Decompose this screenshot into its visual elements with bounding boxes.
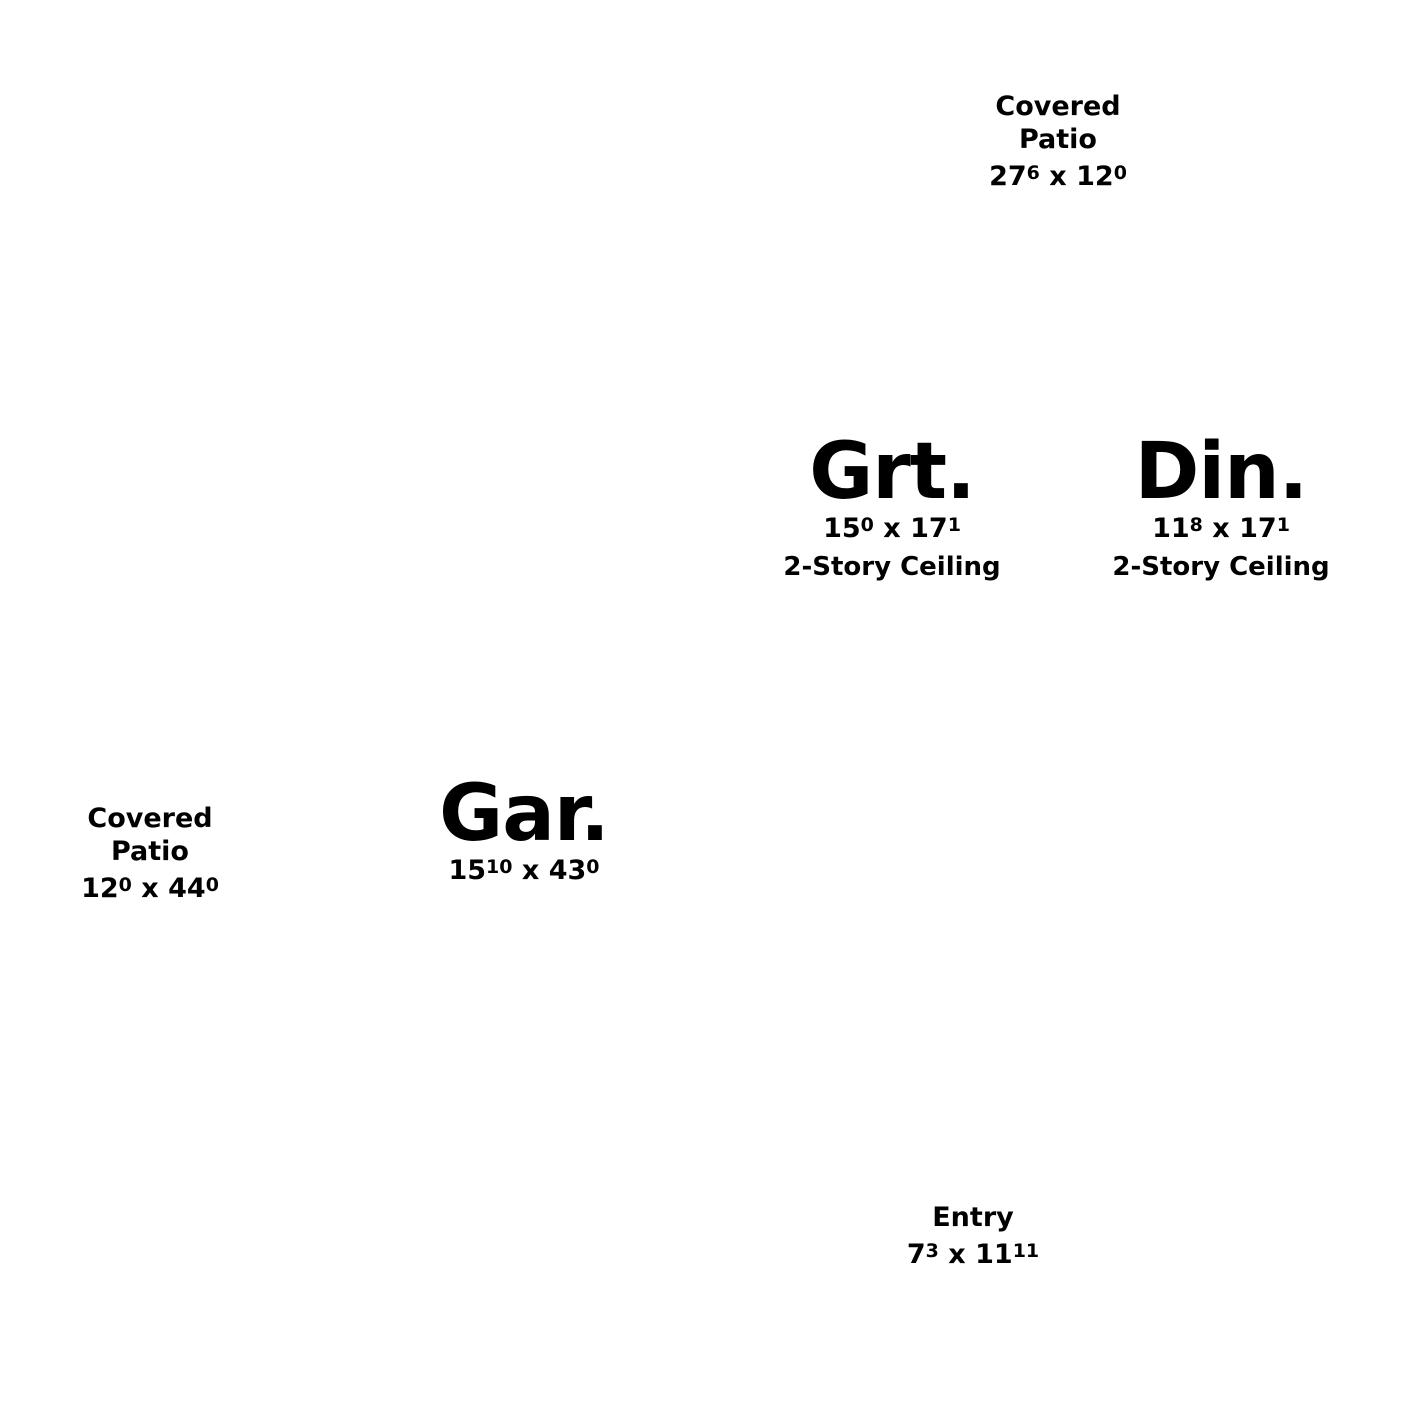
dimension-separator: x bbox=[521, 855, 540, 886]
room-dimensions: 150 x 171 bbox=[783, 514, 1000, 544]
depth-feet: 12 bbox=[1076, 161, 1114, 192]
depth-feet: 11 bbox=[975, 1239, 1013, 1270]
room-label-great-room: Grt. 150 x 171 2-Story Ceiling bbox=[783, 430, 1000, 582]
room-dimensions: 1510 x 430 bbox=[439, 856, 609, 886]
room-name: Din. bbox=[1134, 427, 1309, 517]
depth-inches: 1 bbox=[1276, 514, 1290, 536]
dimension-separator: x bbox=[141, 873, 159, 904]
depth-inches: 1 bbox=[947, 514, 961, 536]
room-name: Grt. bbox=[809, 427, 975, 517]
room-name-line1: Covered bbox=[995, 91, 1121, 122]
depth-inches: 0 bbox=[586, 856, 600, 878]
width-feet: 27 bbox=[989, 161, 1027, 192]
room-note: 2-Story Ceiling bbox=[783, 552, 1001, 582]
room-name: Entry bbox=[932, 1202, 1014, 1233]
depth-inches: 11 bbox=[1012, 1240, 1040, 1262]
dimension-separator: x bbox=[1049, 161, 1067, 192]
width-inches: 0 bbox=[118, 874, 132, 896]
depth-inches: 0 bbox=[1113, 162, 1127, 184]
room-label-dining: Din. 118 x 171 2-Story Ceiling bbox=[1112, 430, 1329, 582]
room-name-line1: Covered bbox=[87, 803, 213, 834]
depth-feet: 17 bbox=[1239, 513, 1277, 544]
room-name-line2: Patio bbox=[110, 836, 189, 867]
width-feet: 12 bbox=[81, 873, 119, 904]
room-note: 2-Story Ceiling bbox=[1112, 552, 1330, 582]
width-feet: 11 bbox=[1152, 513, 1190, 544]
room-label-covered-patio-left: Covered Patio 120 x 440 bbox=[81, 802, 219, 904]
width-inches: 10 bbox=[486, 856, 513, 878]
dimension-separator: x bbox=[883, 513, 901, 544]
depth-feet: 17 bbox=[910, 513, 948, 544]
room-name-line2: Patio bbox=[1018, 124, 1097, 155]
width-inches: 0 bbox=[860, 514, 874, 536]
depth-feet: 43 bbox=[548, 855, 587, 886]
dimension-separator: x bbox=[1212, 513, 1230, 544]
room-dimensions: 276 x 120 bbox=[989, 162, 1127, 192]
room-label-entry: Entry 73 x 1111 bbox=[907, 1201, 1039, 1270]
dimension-separator: x bbox=[948, 1239, 966, 1270]
width-inches: 8 bbox=[1189, 514, 1203, 536]
width-feet: 7 bbox=[906, 1239, 926, 1270]
room-dimensions: 118 x 171 bbox=[1112, 514, 1329, 544]
width-feet: 15 bbox=[823, 513, 861, 544]
width-inches: 3 bbox=[925, 1240, 939, 1262]
room-label-garage: Gar. 1510 x 430 bbox=[439, 769, 610, 886]
room-name: Gar. bbox=[439, 769, 610, 859]
room-dimensions: 120 x 440 bbox=[81, 874, 219, 904]
width-inches: 6 bbox=[1026, 162, 1040, 184]
room-dimensions: 73 x 1111 bbox=[907, 1240, 1039, 1270]
width-feet: 15 bbox=[448, 855, 487, 886]
depth-feet: 44 bbox=[168, 873, 206, 904]
room-label-covered-patio-top: Covered Patio 276 x 120 bbox=[989, 90, 1127, 192]
depth-inches: 0 bbox=[205, 874, 219, 896]
